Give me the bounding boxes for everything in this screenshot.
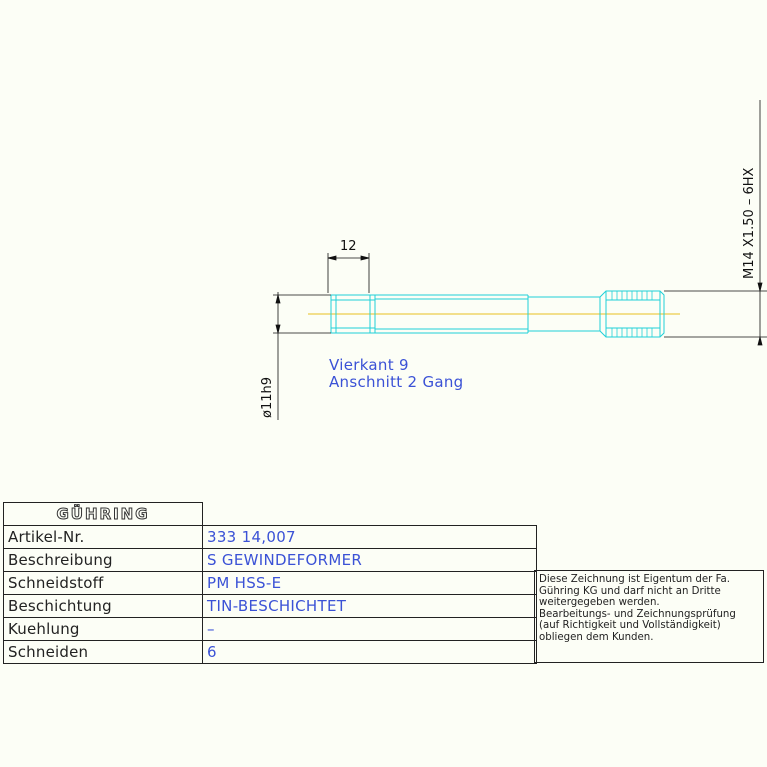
title-block: GÜHRING Artikel-Nr. 333 14,007 Beschreib…	[3, 502, 537, 664]
dimension-length-label: 12	[340, 239, 357, 254]
dimension-length	[327, 253, 370, 293]
thread-flutes	[611, 291, 653, 337]
dimension-shank-label: ø11h9	[260, 377, 275, 418]
table-row: Schneidstoff PM HSS-E	[3, 571, 537, 595]
table-row: Artikel-Nr. 333 14,007	[3, 525, 537, 549]
row-value: 6	[202, 640, 537, 664]
row-label: Artikel-Nr.	[3, 525, 203, 549]
disclaimer-line: Diese Zeichnung ist Eigentum der Fa.	[539, 574, 730, 585]
tool-outline	[330, 290, 665, 338]
logo-cell: GÜHRING	[3, 502, 203, 526]
note-square-size: Vierkant 9	[329, 356, 409, 374]
row-value: S GEWINDEFORMER	[202, 548, 537, 572]
disclaimer-box: Diese Zeichnung ist Eigentum der Fa. Güh…	[534, 570, 764, 663]
dimension-thread	[664, 100, 767, 346]
row-label: Beschichtung	[3, 594, 203, 618]
disclaimer-line: weitergegeben werden.	[539, 597, 660, 609]
disclaimer-line: obliegen dem Kunden.	[539, 631, 654, 643]
disclaimer-line: Bearbeitungs- und Zeichnungsprüfung	[539, 608, 736, 620]
row-value: 333 14,007	[202, 525, 537, 549]
table-row: Schneiden 6	[3, 640, 537, 664]
row-value: TIN-BESCHICHTET	[202, 594, 537, 618]
table-row: Beschreibung S GEWINDEFORMER	[3, 548, 537, 572]
row-label: Schneidstoff	[3, 571, 203, 595]
table-row: Beschichtung TIN-BESCHICHTET	[3, 594, 537, 618]
note-chamfer: Anschnitt 2 Gang	[329, 373, 464, 391]
guehring-logo: GÜHRING	[56, 505, 150, 524]
table-row: Kuehlung –	[3, 617, 537, 641]
dimension-shank	[273, 292, 331, 420]
row-label: Kuehlung	[3, 617, 203, 641]
logo-row: GÜHRING	[3, 502, 537, 526]
disclaimer-line: (auf Richtigkeit und Vollständigkeit)	[539, 620, 721, 632]
disclaimer-line: Gühring KG und darf nicht an Dritte	[539, 585, 721, 597]
row-label: Beschreibung	[3, 548, 203, 572]
row-value: PM HSS-E	[202, 571, 537, 595]
dimension-thread-label: M14 X1.50 – 6HX	[742, 167, 757, 279]
row-value: –	[202, 617, 537, 641]
row-label: Schneiden	[3, 640, 203, 664]
